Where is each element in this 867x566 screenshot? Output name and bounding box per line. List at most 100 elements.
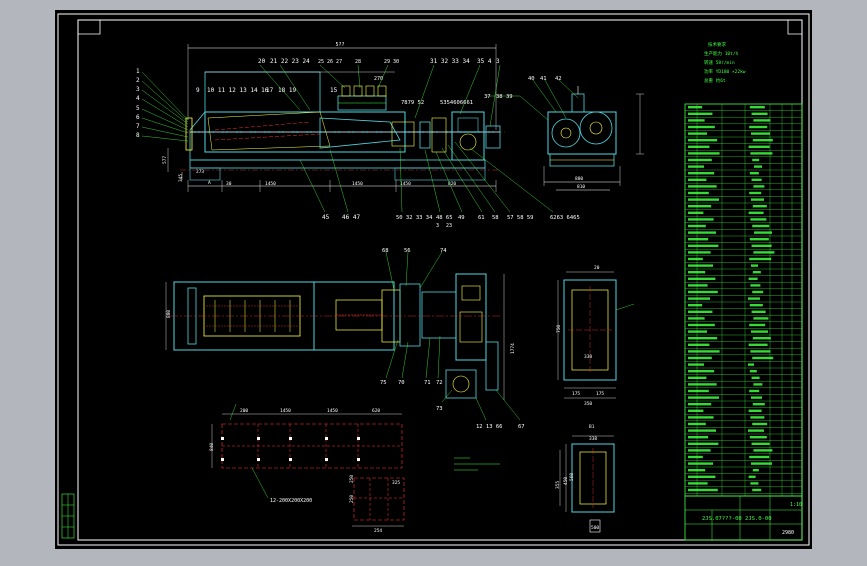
outer-border xyxy=(57,13,810,546)
parts-table-entry-stroke xyxy=(688,119,705,122)
balloon-35-4: 35 4 xyxy=(477,58,492,65)
dim-810: 810 xyxy=(577,184,585,190)
parts-table-entry-stroke xyxy=(688,330,707,333)
parts-table-entry-stroke xyxy=(751,198,764,201)
section-note-squiggle xyxy=(454,457,500,471)
plan-belt-guard xyxy=(485,341,499,391)
tech-spec-line-3: 功率 YD180 ×22kw xyxy=(704,68,746,75)
parts-table-entry-stroke xyxy=(750,350,771,353)
parts-table-entry-stroke xyxy=(751,330,768,333)
parts-table-entry-stroke xyxy=(688,455,703,459)
parts-table-entry-stroke xyxy=(688,198,719,201)
tech-spec-line-2: 转速 58r/min xyxy=(704,59,735,66)
foundation-dim-250-b: 250 xyxy=(349,495,355,503)
parts-table-entry-stroke xyxy=(688,310,713,313)
foundation-bolt-note: 12-200X200X200 xyxy=(270,498,312,504)
balloon-left-5: 5 xyxy=(136,105,140,112)
parts-table-entry-stroke xyxy=(688,409,704,412)
drawing-background xyxy=(55,10,812,549)
parts-table-entry-stroke xyxy=(688,145,710,148)
parts-table-entry-stroke xyxy=(752,290,764,294)
extruder-barrel xyxy=(319,117,401,149)
balloon-17: 17 xyxy=(266,87,274,94)
parts-table-entry-stroke xyxy=(688,343,710,346)
parts-table-entry-stroke xyxy=(748,211,764,214)
parts-table-entry-stroke xyxy=(753,119,771,122)
balloon-18-19: 18 19 xyxy=(278,87,296,94)
balloon-67: 67 xyxy=(518,424,525,430)
foundation-dim-200: 200 xyxy=(240,408,248,414)
balloon-45: 45 xyxy=(322,214,330,221)
dim-500: 500 xyxy=(591,525,599,531)
balloon-70: 70 xyxy=(398,380,405,386)
parts-table-entry-stroke xyxy=(688,112,713,115)
parts-table-entry-stroke xyxy=(751,376,760,379)
balloon-21-24: 21 22 23 24 xyxy=(270,58,310,65)
parts-table-entry-stroke xyxy=(688,238,709,241)
balloon-sub-23: 23 xyxy=(446,223,452,229)
parts-table-entry-stroke xyxy=(688,297,710,300)
balloon-left-1: 1 xyxy=(136,68,140,75)
plan-motor xyxy=(445,369,477,399)
balloon-39: 39 xyxy=(506,94,513,100)
parts-table-entry-stroke xyxy=(749,257,772,261)
parts-table-entry-stroke xyxy=(752,469,759,472)
title-block: 2JS.07???-00 2JS.0-00 1:10 2980 xyxy=(684,495,803,541)
coupling xyxy=(419,121,431,149)
parts-table-entry-stroke xyxy=(749,191,762,195)
parts-table-entry-stroke xyxy=(688,436,709,439)
trough-section-outline xyxy=(207,111,331,151)
dim-355: 355 xyxy=(555,481,561,489)
spray-manifold xyxy=(337,85,387,111)
parts-table-entry-stroke xyxy=(748,277,758,280)
parts-table-entry-stroke xyxy=(688,363,704,366)
parts-table-entry-stroke xyxy=(688,191,709,195)
parts-table-entry-stroke xyxy=(688,416,714,419)
parts-table-entry-stroke xyxy=(753,185,765,188)
parts-table-entry-stroke xyxy=(751,132,770,135)
dim-30: 30 xyxy=(226,181,232,187)
parts-table-entry-stroke xyxy=(688,449,711,452)
dim-330: 330 xyxy=(584,354,592,360)
dim-273: 273 xyxy=(196,169,204,175)
dim-880: 880 xyxy=(575,176,583,182)
balloon-71: 71 xyxy=(424,380,431,386)
balloon-15: 15 xyxy=(330,87,338,94)
dim-450: 450 xyxy=(563,477,569,485)
dim-1450-a: 1450 xyxy=(265,181,276,187)
outlet-frame xyxy=(563,279,617,381)
technical-requirements: 技术要求 生产能力 10t/h 转速 58r/min 功率 YD180 ×22k… xyxy=(704,41,746,84)
parts-table-entry-stroke xyxy=(752,271,761,274)
balloon-3: 3 xyxy=(496,58,500,65)
parts-table-entry-stroke xyxy=(688,231,716,234)
balloon-sub-3: 3 xyxy=(436,223,439,229)
parts-table-entry-stroke xyxy=(688,277,716,280)
end-elevation-view xyxy=(487,79,644,191)
side-view-leaders xyxy=(141,64,554,213)
parts-table-entry-stroke xyxy=(688,271,706,274)
parts-table-entry-stroke xyxy=(688,106,703,109)
parts-table-entry-stroke xyxy=(748,343,768,346)
parts-table-entry-stroke xyxy=(688,422,706,426)
parts-table-entry-stroke xyxy=(749,455,770,459)
balloon-9: 9 xyxy=(196,87,200,94)
parts-table-entry-stroke xyxy=(753,449,773,452)
parts-table-entry-stroke xyxy=(748,409,762,412)
parts-table-entry-stroke xyxy=(688,132,707,135)
parts-table-entry-stroke xyxy=(688,284,708,287)
parts-table-entry-stroke xyxy=(752,205,767,208)
parts-table-entry-stroke xyxy=(688,350,720,353)
balloon-41: 41 xyxy=(540,76,547,82)
sheet-corner-mark-tr xyxy=(787,20,802,35)
dim-345: 345 xyxy=(178,174,184,182)
sheet-corner-mark-tl xyxy=(78,20,101,35)
foundation-labels: 200 1450 1450 620 840 12-200X200X200 250… xyxy=(209,408,400,534)
parts-table-entry-stroke xyxy=(688,337,718,340)
balloon-left-2: 2 xyxy=(136,77,140,84)
parts-table-entry-stroke xyxy=(750,218,767,221)
balloon-57-59: 57 58 59 xyxy=(507,215,534,221)
overall-length-label: 5?? xyxy=(335,42,344,48)
drawing-scale: 1:10 xyxy=(790,502,802,508)
